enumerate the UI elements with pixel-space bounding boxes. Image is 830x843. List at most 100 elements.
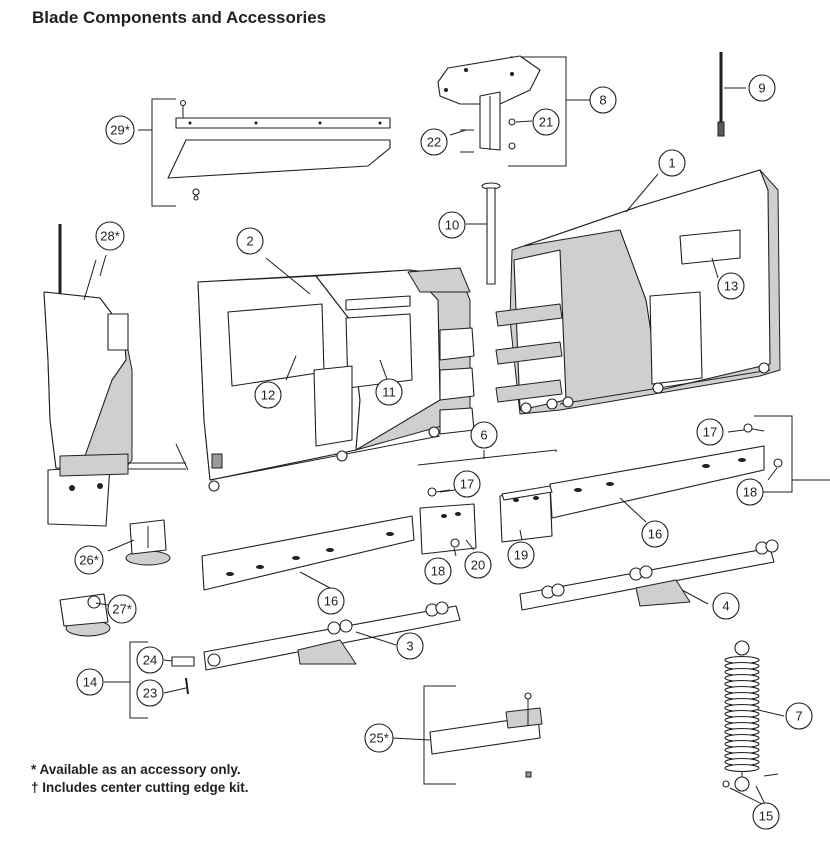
- callout-number: 15: [759, 809, 773, 824]
- callout-circle: [696, 418, 724, 446]
- callout-circle: [736, 478, 764, 506]
- callout-c18b: 18: [424, 557, 452, 585]
- callout-circle: [254, 381, 282, 409]
- accessory-footnote: * Available as an accessory only.: [31, 762, 241, 777]
- callout-c9: 9: [748, 74, 776, 102]
- callout-labels: 1234678910111213141516161717181819202122…: [74, 74, 813, 830]
- part-25-accessory-bracket: [423, 685, 543, 785]
- callout-circle: [107, 594, 137, 624]
- callout-number: 3: [406, 639, 413, 654]
- callout-circle: [424, 557, 452, 585]
- callout-number: 2: [246, 234, 253, 249]
- callout-circle: [74, 545, 104, 575]
- callout-c20: 20: [464, 551, 492, 579]
- callout-number: 29*: [110, 123, 130, 138]
- callout-circle: [785, 702, 813, 730]
- callout-circle: [95, 221, 125, 251]
- callout-number: 20: [471, 558, 485, 573]
- callout-c13: 13: [717, 272, 745, 300]
- callout-number: 7: [795, 709, 802, 724]
- dagger-footnote: † Includes center cutting edge kit.: [31, 780, 249, 795]
- callout-c28: 28*: [95, 221, 125, 251]
- part-1-right-blade-section: [495, 169, 781, 415]
- part-8-mount-bracket-kit: [437, 55, 590, 167]
- callout-c21: 21: [532, 108, 560, 136]
- part-29-blade-guide-kit: [138, 98, 391, 207]
- callout-c18a: 18: [736, 478, 764, 506]
- callout-c29: 29*: [105, 115, 135, 145]
- callout-circle: [641, 520, 669, 548]
- callout-c19: 19: [507, 541, 535, 569]
- callout-circle: [375, 378, 403, 406]
- callout-number: 14: [83, 675, 97, 690]
- callout-number: 18: [431, 564, 445, 579]
- callout-circle: [105, 115, 135, 145]
- callout-c4: 4: [712, 592, 740, 620]
- part-6-center-cutting-edge-kit: [417, 449, 557, 555]
- callout-circle: [532, 108, 560, 136]
- callout-c27: 27*: [107, 594, 137, 624]
- callout-circle: [589, 86, 617, 114]
- callout-circle: [464, 551, 492, 579]
- part-16-left-cutting-edge: [201, 515, 415, 591]
- part-27-blade-shoe: [59, 593, 111, 637]
- callout-number: 24: [143, 653, 157, 668]
- callout-c1: 1: [658, 149, 686, 177]
- callout-circle: [752, 802, 780, 830]
- callout-number: 11: [382, 385, 396, 400]
- callout-c11: 11: [375, 378, 403, 406]
- callout-number: 19: [514, 548, 528, 563]
- callout-c10: 10: [438, 211, 466, 239]
- callout-number: 13: [724, 279, 738, 294]
- part-9-blade-marker: [717, 52, 746, 137]
- callout-number: 17: [460, 477, 474, 492]
- part-4-right-a-frame-bar: [519, 539, 779, 611]
- callout-c23: 23: [136, 679, 164, 707]
- hardware-bolts-nuts: [427, 415, 830, 548]
- callout-circle: [453, 470, 481, 498]
- callout-c7: 7: [785, 702, 813, 730]
- callout-number: 21: [539, 115, 553, 130]
- callout-circle: [236, 227, 264, 255]
- callout-circle: [420, 128, 448, 156]
- callout-circle: [748, 74, 776, 102]
- callout-number: 25*: [369, 731, 389, 746]
- callout-circle: [317, 587, 345, 615]
- callout-c22: 22: [420, 128, 448, 156]
- part-14-pin-kit: [104, 641, 195, 719]
- callout-number: 1: [668, 156, 675, 171]
- callout-number: 28*: [100, 229, 120, 244]
- callout-number: 17: [703, 425, 717, 440]
- callout-number: 18: [743, 485, 757, 500]
- callout-circle: [470, 421, 498, 449]
- page-title: Blade Components and Accessories: [32, 8, 327, 27]
- callout-number: 22: [427, 135, 441, 150]
- callout-c17a: 17: [696, 418, 724, 446]
- spring-coil: [724, 763, 760, 773]
- callout-c15: 15: [752, 802, 780, 830]
- callout-c14: 14: [76, 668, 104, 696]
- callout-c26: 26*: [74, 545, 104, 575]
- callout-number: 8: [599, 93, 606, 108]
- part-28-blade-wing: [43, 224, 189, 527]
- callout-circle: [136, 679, 164, 707]
- callout-circle: [658, 149, 686, 177]
- part-7-extension-spring: [722, 640, 779, 792]
- part-16-right-cutting-edge: [549, 445, 765, 519]
- callout-c12: 12: [254, 381, 282, 409]
- callout-c8: 8: [589, 86, 617, 114]
- callout-number: 16: [648, 527, 662, 542]
- callout-circle: [717, 272, 745, 300]
- callout-c24: 24: [136, 646, 164, 674]
- callout-circle: [136, 646, 164, 674]
- callout-c6: 6: [470, 421, 498, 449]
- callout-number: 23: [143, 686, 157, 701]
- callout-circle: [396, 632, 424, 660]
- callout-circle: [76, 668, 104, 696]
- callout-c16b: 16: [641, 520, 669, 548]
- part-26-blade-shoe: [125, 519, 171, 566]
- callout-number: 12: [261, 388, 275, 403]
- callout-circle: [712, 592, 740, 620]
- callout-number: 9: [758, 81, 765, 96]
